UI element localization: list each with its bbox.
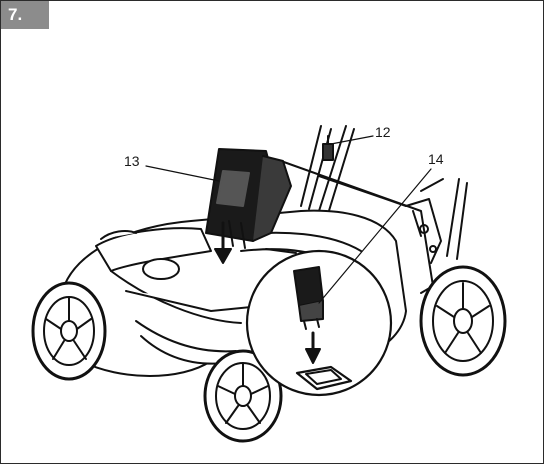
callout-label-12: 12 xyxy=(375,124,391,140)
leader-line-14 xyxy=(318,168,432,304)
front-right-wheel xyxy=(203,349,283,443)
callout-label-13: 13 xyxy=(124,153,140,169)
detail-inset xyxy=(245,248,393,397)
battery-pack xyxy=(205,148,292,249)
callout-label-14: 14 xyxy=(428,151,444,167)
rear-frame xyxy=(280,160,442,294)
rear-right-wheel xyxy=(419,265,507,377)
step-number: 7. xyxy=(1,1,49,29)
front-left-wheel xyxy=(31,281,107,381)
leader-line-13 xyxy=(145,165,220,182)
leader-line-12 xyxy=(330,135,374,145)
safety-key xyxy=(322,135,334,161)
